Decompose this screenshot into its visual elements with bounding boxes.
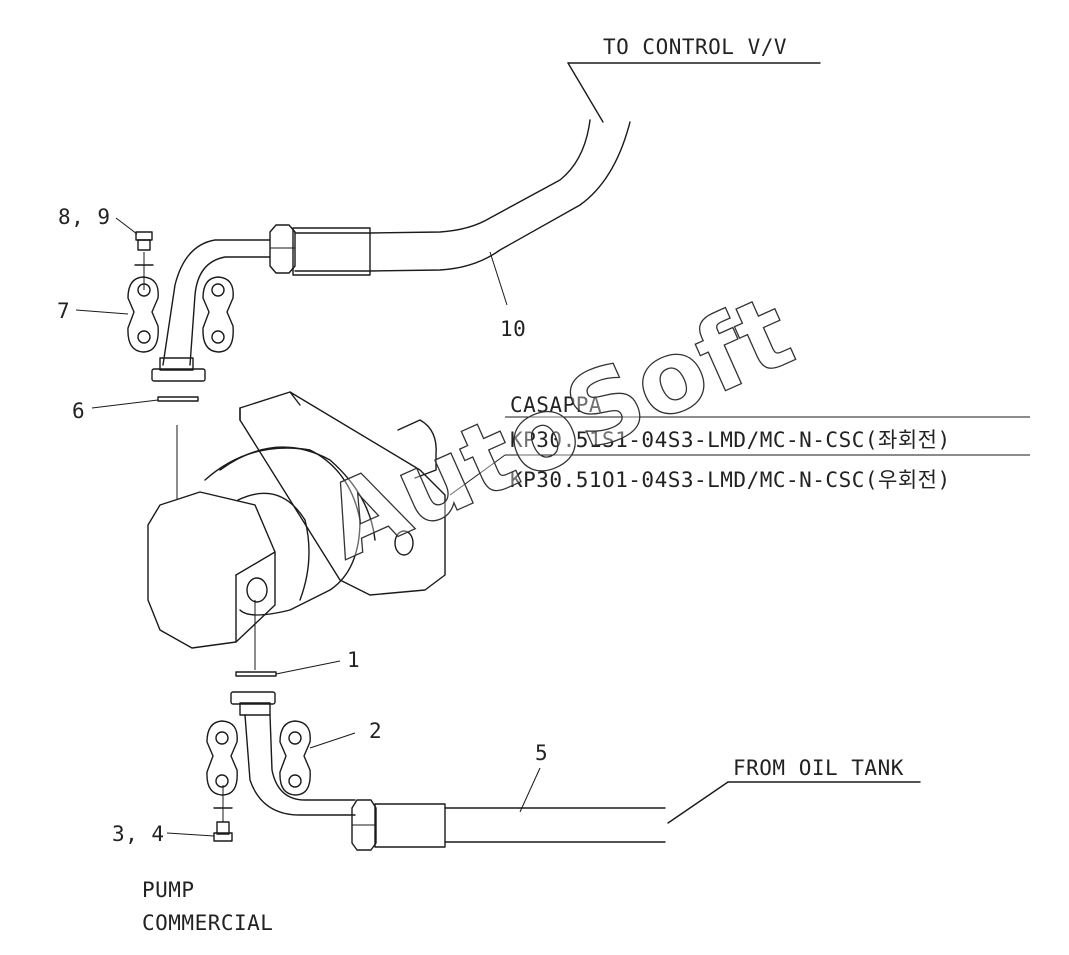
from-oil-tank-label: FROM OIL TANK <box>733 756 904 780</box>
to-control-valve-label: TO CONTROL V/V <box>603 35 787 59</box>
split-flange-2-left <box>206 720 238 796</box>
callout-6: 6 <box>72 399 85 423</box>
pump-caption-line-1: PUMP <box>142 878 195 902</box>
bolt-3-4-icon <box>213 785 233 842</box>
pump-brand-label: CASAPPA <box>510 393 602 417</box>
split-flange-2-right <box>279 720 311 796</box>
o-ring-1-icon <box>235 671 277 677</box>
callout-3-4: 3, 4 <box>112 822 165 846</box>
callout-10: 10 <box>500 317 526 341</box>
pump-model-left-label: KP30.51S1-04S3-LMD/MC-N-CSC(좌회전) <box>510 428 951 452</box>
callout-2: 2 <box>369 719 382 743</box>
leader-lines <box>75 217 1030 837</box>
suction-hose-5 <box>230 691 921 851</box>
pump-model-right-label: KP30.51O1-04S3-LMD/MC-N-CSC(우회전) <box>510 468 951 492</box>
split-flange-7-left <box>127 276 159 353</box>
pump-body <box>147 391 446 670</box>
callout-8-9: 8, 9 <box>58 205 111 229</box>
o-ring-6-icon <box>157 396 199 500</box>
callout-7: 7 <box>57 299 70 323</box>
split-flange-7-right <box>202 276 234 353</box>
pump-caption-line-2: COMMERCIAL <box>142 911 273 935</box>
callout-5: 5 <box>535 741 548 765</box>
pressure-hose-10 <box>151 62 821 382</box>
callout-1: 1 <box>347 648 360 672</box>
bolt-8-9-icon <box>134 231 154 290</box>
